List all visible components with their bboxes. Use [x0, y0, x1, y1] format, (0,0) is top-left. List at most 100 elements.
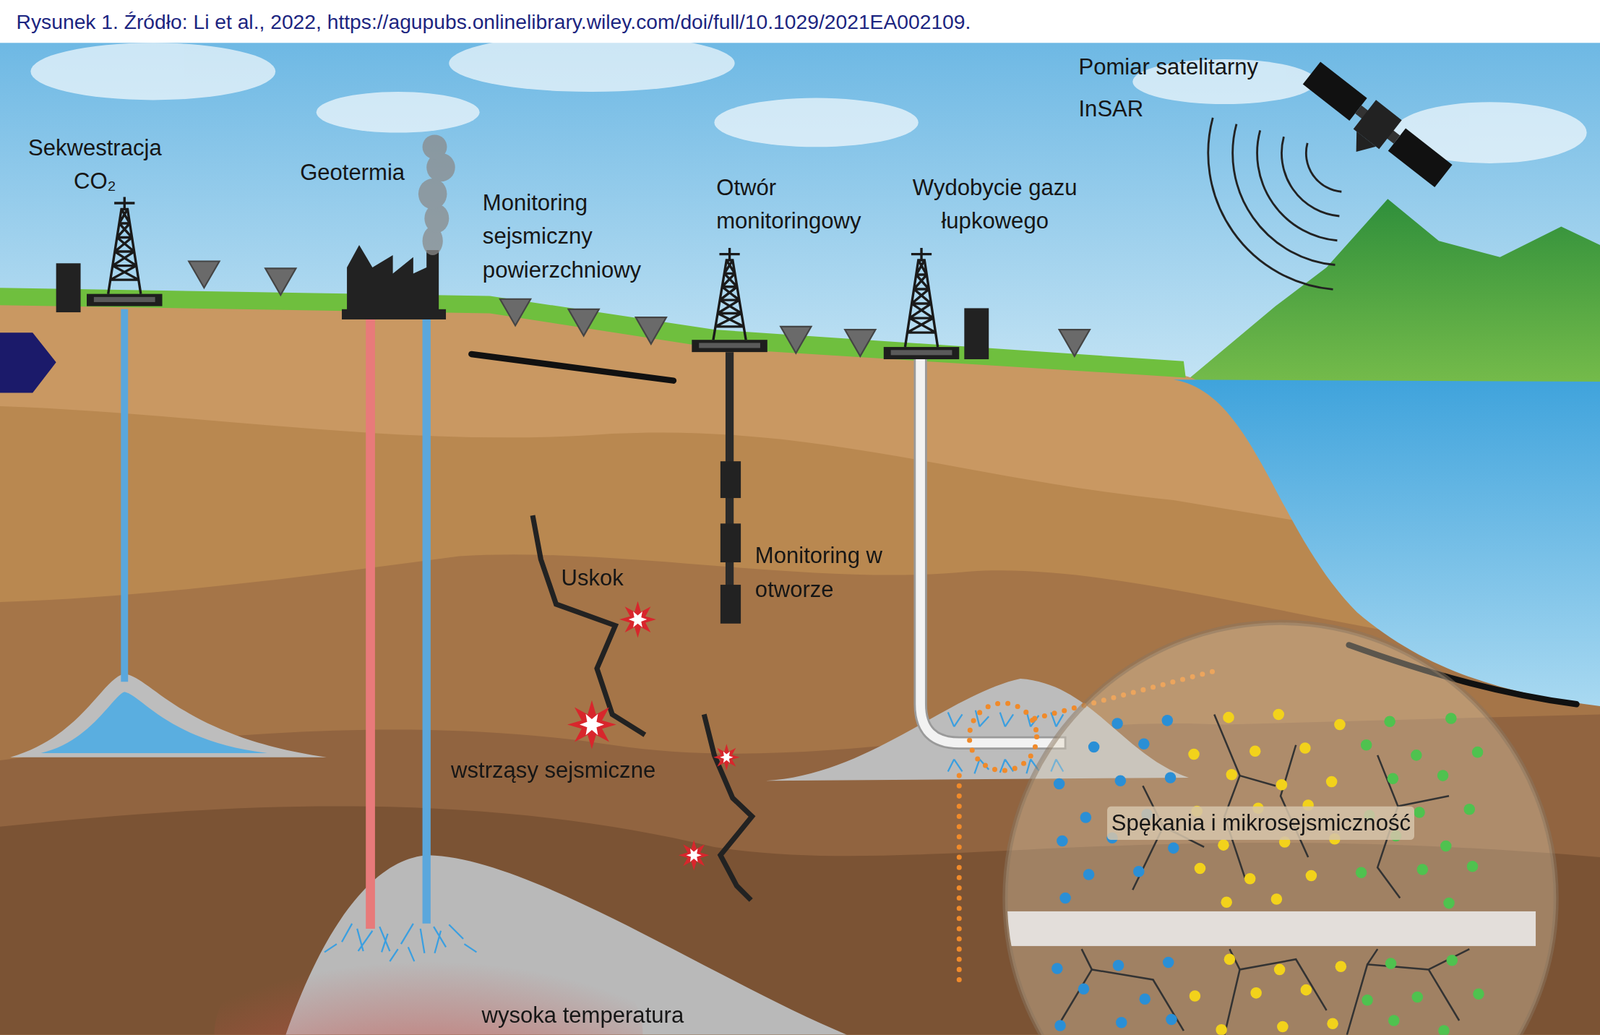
particle-dot	[1189, 990, 1202, 1002]
signal-wave	[1305, 143, 1342, 192]
zoom-circle	[1214, 714, 1245, 878]
particle-dot	[1276, 779, 1288, 791]
particle-dot	[1059, 892, 1072, 905]
monitoring-lines	[471, 354, 674, 381]
particle-dot	[1355, 866, 1368, 879]
derrick-tower	[904, 247, 938, 347]
particle-dot	[1360, 739, 1373, 751]
particle-dot	[1222, 711, 1235, 724]
derrick-tower	[108, 197, 141, 295]
rig-platform	[86, 294, 162, 307]
particle-dot	[1276, 1021, 1289, 1033]
particle-dot	[1388, 1014, 1400, 1027]
rig-platform	[691, 339, 767, 352]
smoke	[418, 134, 456, 256]
seismic-star	[678, 839, 709, 871]
particle-dot	[1438, 1024, 1450, 1035]
particle-dot	[1188, 748, 1200, 761]
buildings	[56, 263, 81, 313]
factory	[346, 244, 439, 319]
satellite	[1346, 131, 1376, 160]
wells	[920, 359, 1065, 743]
particle-dot	[1054, 1019, 1066, 1032]
particle-dot	[1080, 811, 1092, 824]
monitoring-lines	[471, 354, 1577, 704]
particle-dot	[1115, 1016, 1128, 1029]
seismic-star	[713, 743, 741, 771]
smoke	[418, 178, 448, 209]
fracture-lines	[401, 923, 464, 954]
seismometer	[1059, 329, 1090, 357]
particle-dot	[1051, 962, 1064, 975]
particle-dot	[1138, 738, 1150, 751]
particle-dot	[1133, 865, 1145, 878]
zoom-circle	[1005, 708, 1536, 1035]
reservoirs	[10, 673, 327, 758]
wells	[365, 318, 376, 929]
seismic-event	[567, 601, 741, 871]
particle-dot	[1383, 716, 1396, 728]
zoom-circle	[1060, 714, 1470, 1035]
particle-dot	[1472, 988, 1485, 1001]
wells	[720, 461, 741, 498]
faults	[703, 714, 752, 900]
particle-dot	[1165, 1013, 1178, 1026]
particle-dot	[1467, 860, 1479, 873]
seismometer	[780, 326, 811, 354]
signal-waves	[1208, 117, 1343, 290]
particle-dot	[1215, 1024, 1228, 1035]
particle-dot	[1271, 893, 1283, 905]
clouds	[448, 34, 735, 92]
label: Sekwestracja CO₂	[18, 130, 172, 199]
fracture-lines	[324, 710, 1064, 962]
particle-dot	[1083, 868, 1095, 881]
seismic-star-core	[719, 751, 733, 764]
factory	[341, 244, 446, 320]
buildings	[964, 307, 989, 360]
particle-dot	[1244, 872, 1257, 885]
particle-dot	[1326, 1017, 1339, 1030]
particle-dot	[1472, 746, 1484, 759]
smoke	[422, 134, 448, 159]
label: Otwór monitoringowy	[716, 170, 890, 238]
zoom-circle	[1005, 911, 1536, 946]
figure-title: Rysunek 1. Źródło: Li et al., 2022, http…	[16, 10, 972, 34]
particle-dot	[1326, 776, 1338, 788]
particle-dot	[1335, 960, 1348, 972]
fracture-lines	[948, 710, 1064, 728]
grass	[0, 287, 1186, 378]
faults	[532, 515, 645, 735]
rig-platform	[883, 346, 959, 360]
seismometer	[844, 329, 876, 357]
seismometer	[500, 299, 531, 326]
seismometer	[188, 260, 219, 288]
zoom-circle	[1005, 622, 1556, 1035]
particle-dot	[1053, 778, 1066, 790]
particle-dot	[1437, 769, 1449, 782]
particle-dot	[1111, 717, 1124, 730]
wells	[124, 309, 1066, 929]
particle-dot	[1274, 964, 1286, 976]
zoom-lines	[969, 703, 1037, 771]
reservoirs	[40, 691, 267, 754]
clouds	[30, 42, 276, 100]
particle-dots	[1051, 708, 1485, 1035]
rig-platform	[93, 297, 156, 303]
derrick-tower	[713, 247, 746, 340]
particle-dot	[1162, 714, 1174, 727]
clouds	[714, 98, 918, 148]
seismic-star-core	[628, 611, 647, 628]
particle-dot	[1385, 957, 1397, 970]
particle-dot	[1387, 773, 1400, 785]
side-tab	[0, 332, 57, 393]
particle-dot	[1112, 959, 1125, 972]
particle-dot	[1361, 994, 1374, 1006]
wells	[422, 318, 431, 924]
side-tab	[0, 332, 57, 393]
particle-dot	[1410, 749, 1423, 761]
particle-dot	[1226, 768, 1238, 781]
label: Pomiar satelitarny InSAR	[1078, 46, 1309, 131]
fracture-lines	[324, 943, 477, 962]
label: wysoka temperatura	[481, 998, 684, 1032]
